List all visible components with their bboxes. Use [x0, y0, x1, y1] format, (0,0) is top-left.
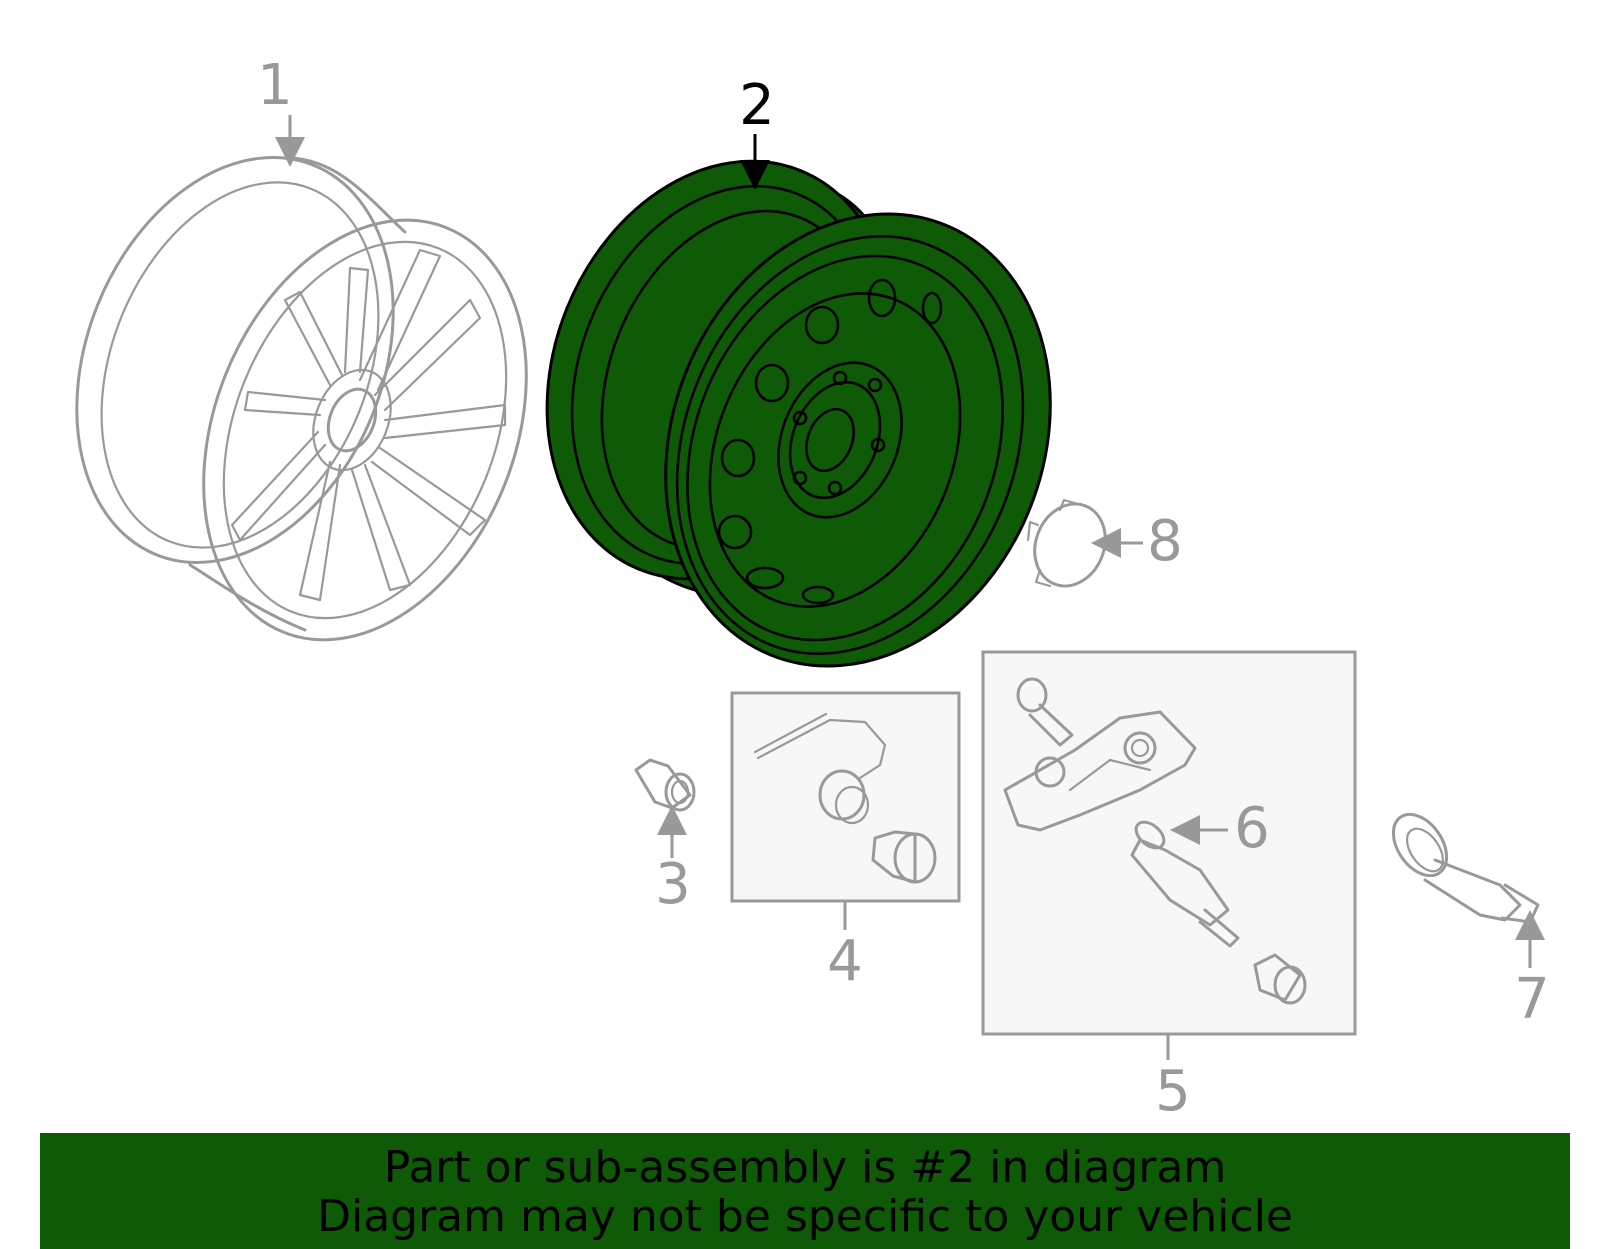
center-cap-part-8[interactable] [1023, 493, 1118, 596]
callout-3-label: 3 [655, 852, 691, 917]
callout-1-label: 1 [257, 53, 293, 118]
banner-line-2: Diagram may not be specific to your vehi… [317, 1191, 1293, 1242]
lug-nut-part-3[interactable] [634, 758, 696, 812]
callout-2-label: 2 [739, 73, 775, 138]
banner-line-1: Part or sub-assembly is #2 in diagram [383, 1142, 1227, 1193]
callout-6-label: 6 [1234, 796, 1270, 861]
valve-stem-part-7[interactable] [1382, 805, 1540, 924]
steel-wheel-part-2[interactable] [486, 109, 1116, 725]
valve-kit-part-4 [753, 712, 937, 884]
callout-8-label: 8 [1147, 509, 1183, 574]
alloy-wheel-part-1[interactable] [19, 110, 586, 688]
callout-5-label: 5 [1155, 1059, 1191, 1124]
callout-4-label: 4 [827, 929, 863, 994]
info-banner: Part or sub-assembly is #2 in diagram Di… [40, 1133, 1570, 1249]
tpms-valve-stem-part-6[interactable] [1130, 817, 1240, 948]
callout-7-label: 7 [1514, 967, 1550, 1032]
tpms-sensor-kit-part-5 [1003, 677, 1307, 1005]
part-4-box[interactable] [730, 691, 961, 903]
